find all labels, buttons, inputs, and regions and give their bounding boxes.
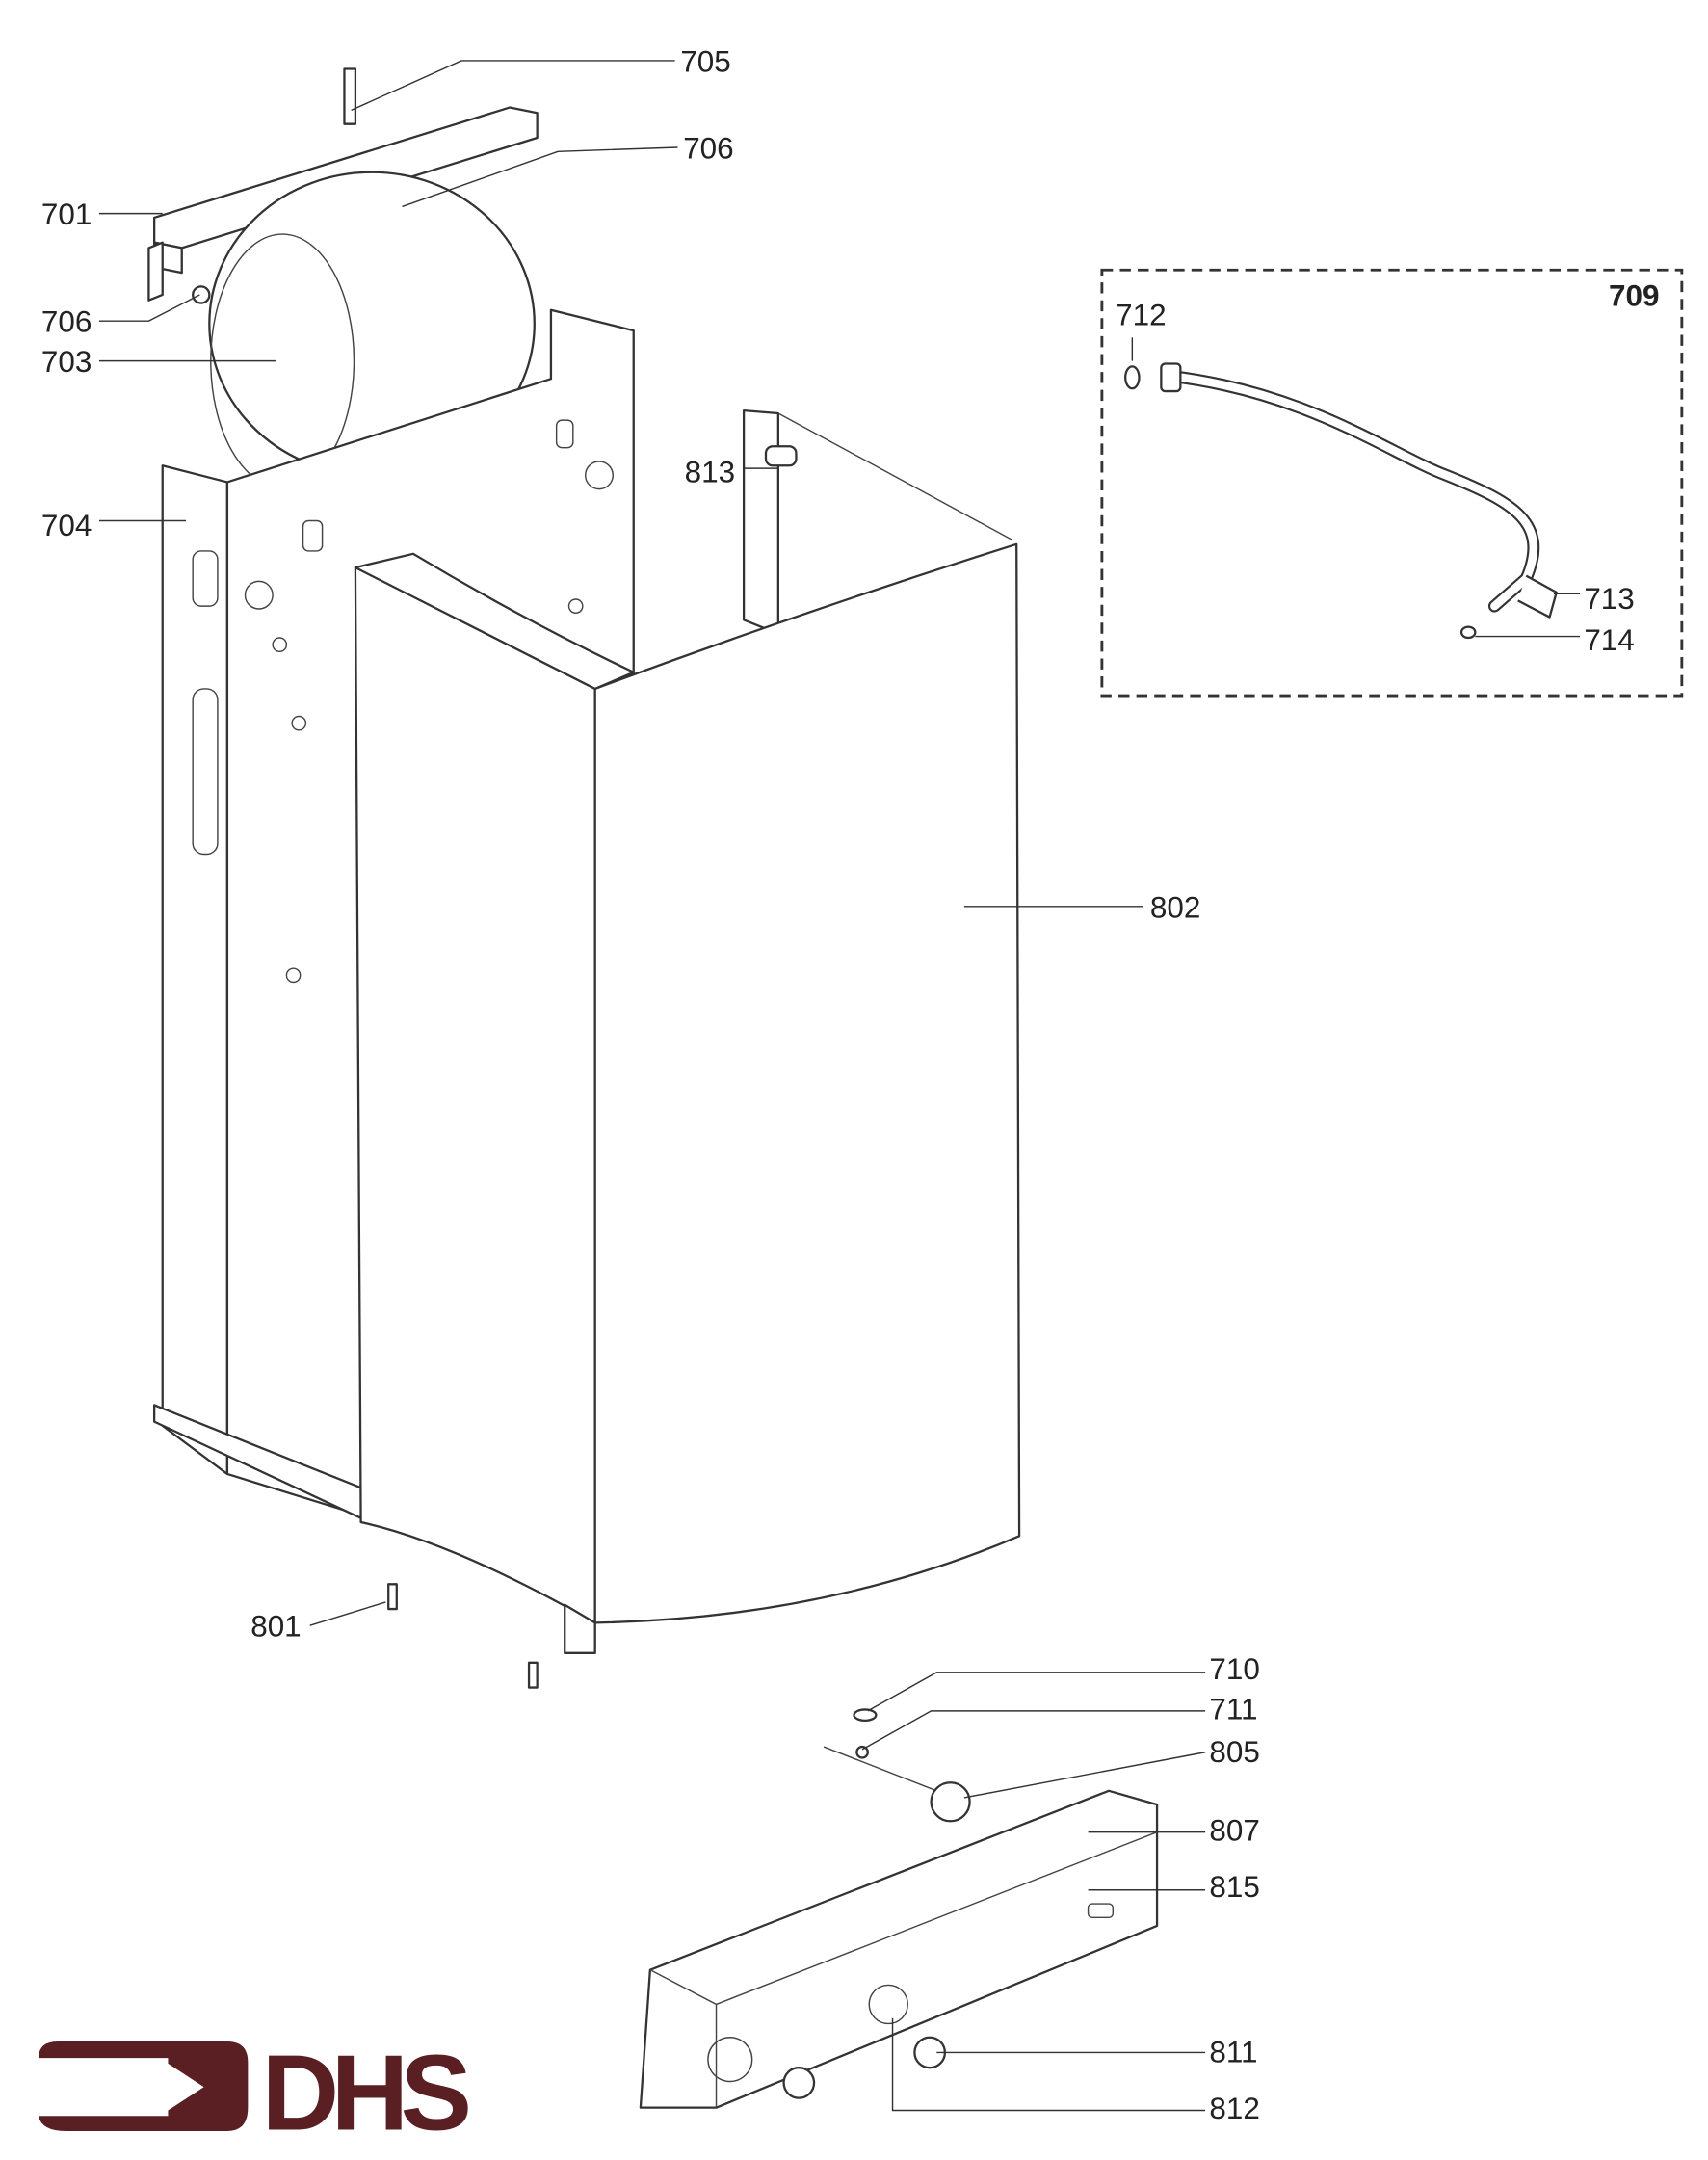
small-parts-710-711-805 [823, 1708, 971, 1823]
label-713: 713 [1584, 582, 1634, 616]
label-705: 705 [680, 44, 730, 78]
label-701: 701 [41, 198, 92, 231]
label-710: 710 [1209, 1652, 1259, 1686]
label-807: 807 [1209, 1813, 1259, 1847]
inset-title-709: 709 [1609, 278, 1659, 312]
label-812: 812 [1209, 2092, 1259, 2125]
inset-hose-kit-709: 709 712 713 714 [1100, 268, 1684, 698]
label-706-side: 706 [41, 305, 92, 339]
label-704: 704 [41, 509, 92, 542]
label-801: 801 [250, 1610, 301, 1644]
label-805: 805 [1209, 1735, 1259, 1769]
control-panel-807 [639, 1789, 1159, 2109]
label-813: 813 [685, 455, 735, 488]
front-cover-802 [354, 542, 1021, 1654]
label-711: 711 [1209, 1692, 1257, 1725]
screw-801 [387, 1583, 539, 1689]
label-706-top: 706 [683, 131, 733, 165]
label-811: 811 [1209, 2035, 1257, 2068]
logo-text: DHS [262, 2033, 469, 2153]
label-703: 703 [41, 345, 92, 379]
label-802: 802 [1150, 890, 1200, 924]
label-815: 815 [1209, 1870, 1259, 1904]
dhs-logo: DHS [39, 2033, 477, 2153]
label-714: 714 [1584, 623, 1634, 657]
label-712: 712 [1116, 298, 1166, 331]
leader-lines [98, 60, 1206, 2112]
